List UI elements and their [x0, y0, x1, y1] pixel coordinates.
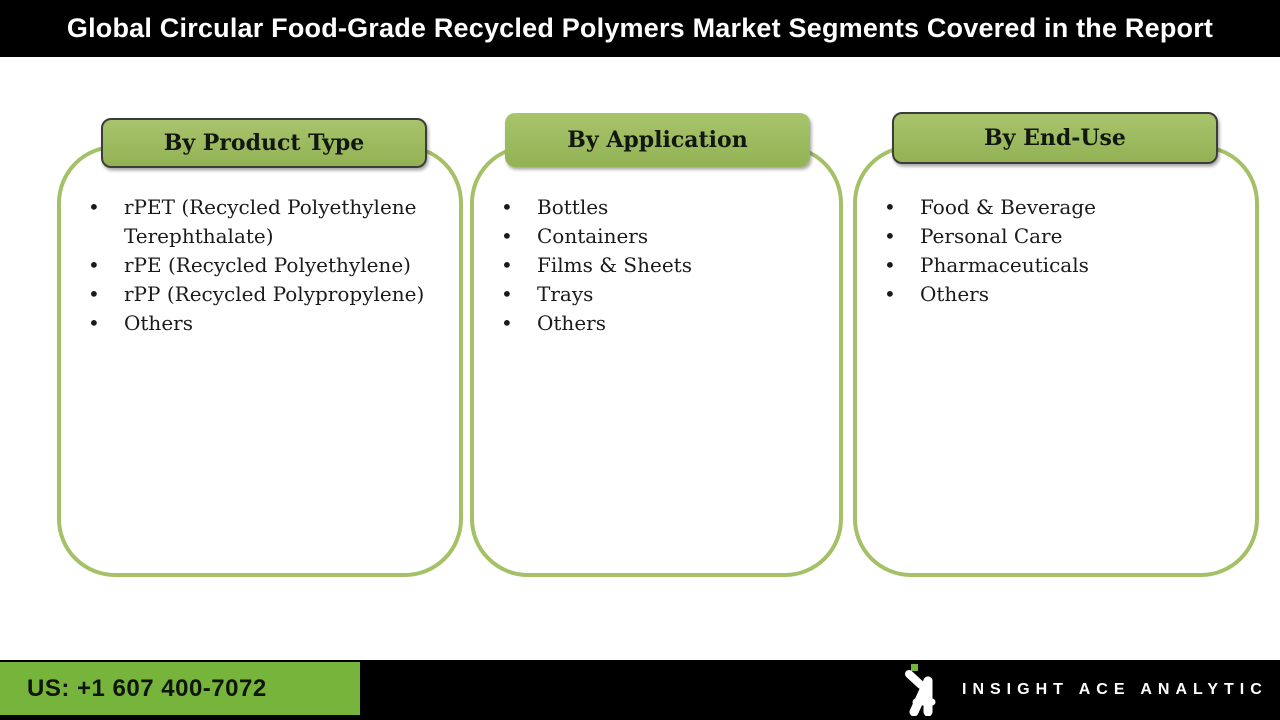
list-item: Bottles: [474, 193, 831, 222]
panel-header-label: By Product Type: [163, 130, 365, 156]
phone-badge: US: +1 607 400-7072: [0, 662, 360, 715]
application-list: Bottles Containers Films & Sheets Trays …: [474, 149, 839, 338]
list-item: Personal Care: [857, 222, 1247, 251]
panel-header-by-end-use: By End-Use: [892, 112, 1218, 164]
list-item: Films & Sheets: [474, 251, 831, 280]
list-item: Others: [61, 309, 451, 338]
panel-header-label: By End-Use: [984, 125, 1126, 151]
list-item: Containers: [474, 222, 831, 251]
panel-header-label: By Application: [567, 127, 748, 153]
brand-block: INSIGHT ACE ANALYTIC: [903, 660, 1268, 720]
list-item: Pharmaceuticals: [857, 251, 1247, 280]
list-item: Trays: [474, 280, 831, 309]
end-use-list: Food & Beverage Personal Care Pharmaceut…: [857, 149, 1255, 309]
brand-logo-icon: [905, 664, 936, 716]
list-item: rPE (Recycled Polyethylene): [61, 251, 451, 280]
list-item: rPP (Recycled Polypropylene): [61, 280, 451, 309]
list-item: rPET (Recycled Polyethylene Terephthalat…: [61, 193, 451, 251]
list-item: Food & Beverage: [857, 193, 1247, 222]
panel-by-application: Bottles Containers Films & Sheets Trays …: [470, 145, 843, 577]
product-type-list: rPET (Recycled Polyethylene Terephthalat…: [61, 149, 459, 338]
logo-green-dot-icon: [911, 664, 918, 671]
phone-number: US: +1 607 400-7072: [27, 674, 267, 702]
title-bar: Global Circular Food-Grade Recycled Poly…: [0, 0, 1280, 57]
list-item: Others: [474, 309, 831, 338]
footer-bar: US: +1 607 400-7072 INSIGHT ACE ANALYTIC: [0, 660, 1280, 720]
brand-name: INSIGHT ACE ANALYTIC: [962, 681, 1268, 698]
panel-header-by-application: By Application: [505, 113, 810, 167]
panel-by-end-use: Food & Beverage Personal Care Pharmaceut…: [853, 145, 1259, 577]
panel-header-by-product-type: By Product Type: [101, 118, 427, 168]
panel-by-product-type: rPET (Recycled Polyethylene Terephthalat…: [57, 145, 463, 577]
page-title: Global Circular Food-Grade Recycled Poly…: [66, 13, 1214, 43]
list-item: Others: [857, 280, 1247, 309]
